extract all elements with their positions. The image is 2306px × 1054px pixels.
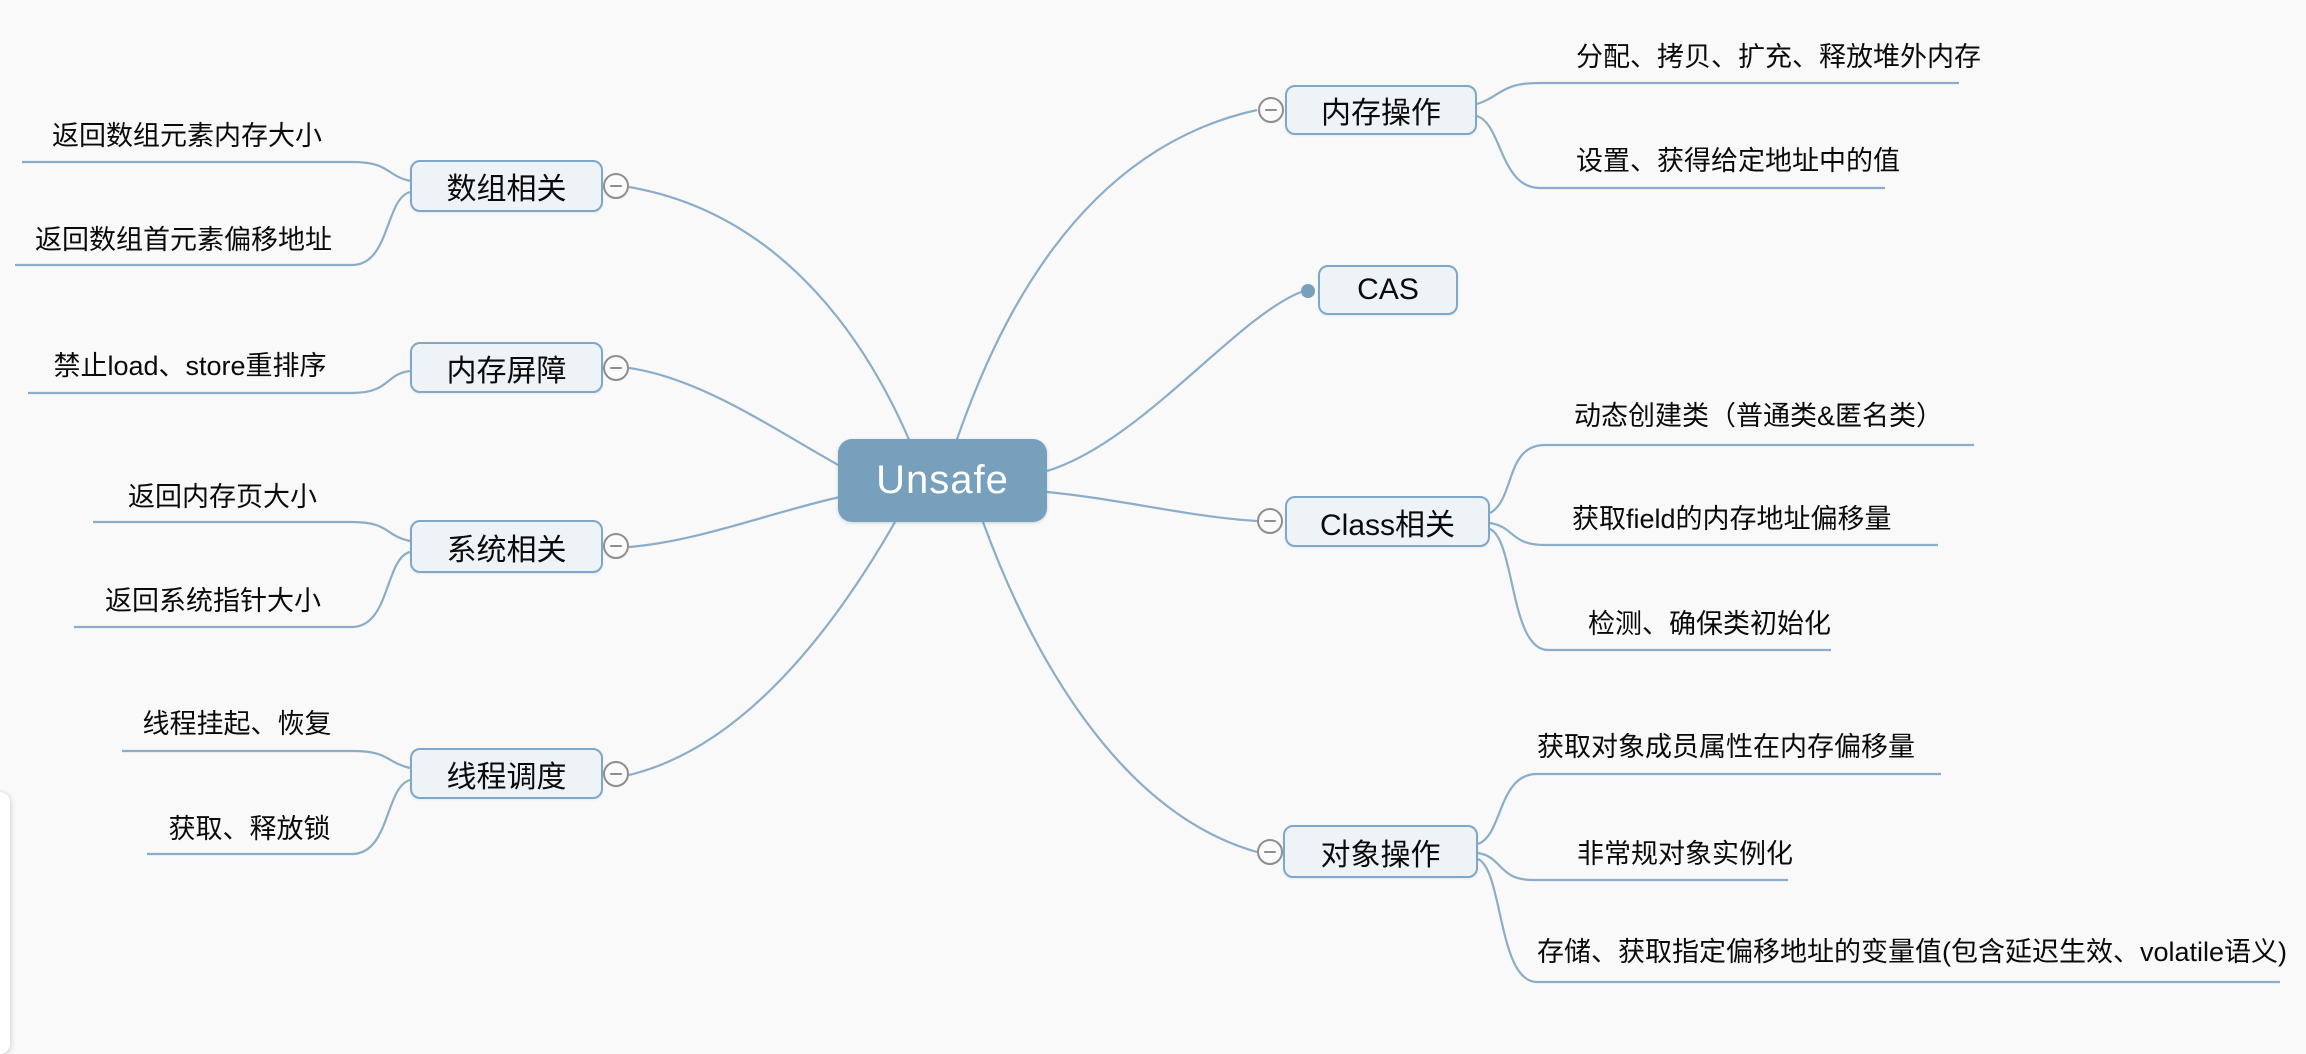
edge-root-cas — [1046, 290, 1302, 473]
minus-icon — [610, 544, 622, 548]
minus-icon — [1264, 850, 1276, 854]
minus-icon — [1265, 108, 1277, 112]
leaf-class-0[interactable]: 动态创建类（普通类&匿名类） — [1574, 401, 1944, 431]
leaf-class-1[interactable]: 获取field的内存地址偏移量 — [1572, 504, 1892, 534]
filled-dot-icon — [1301, 284, 1315, 298]
minus-icon — [610, 772, 622, 776]
edge-root-object-ops — [981, 521, 1258, 854]
leaf-system-0[interactable]: 返回内存页大小 — [128, 482, 317, 512]
minus-icon — [610, 184, 622, 188]
edge-memory-ops-child-0 — [1476, 81, 1959, 106]
clipped-panel-edge — [0, 792, 10, 1054]
leaf-membarrier-0[interactable]: 禁止load、store重排序 — [53, 351, 327, 381]
node-array[interactable]: 数组相关 — [410, 160, 603, 212]
edge-root-thread — [628, 521, 896, 777]
node-cas[interactable]: CAS — [1318, 265, 1458, 315]
collapse-icon[interactable] — [1257, 508, 1283, 534]
node-object-ops[interactable]: 对象操作 — [1283, 825, 1478, 878]
leaf-class-2[interactable]: 检测、确保类初始化 — [1588, 609, 1831, 639]
node-class[interactable]: Class相关 — [1285, 496, 1490, 547]
mindmap-canvas: Unsafe 内存操作 CAS Class相关 对象操作 数组相关 内存屏障 系… — [15, 42, 2288, 984]
edge-root-system — [628, 495, 841, 549]
leaf-thread-0[interactable]: 线程挂起、恢复 — [142, 709, 332, 739]
leaf-object-ops-1[interactable]: 非常规对象实例化 — [1577, 839, 1793, 869]
minus-icon — [1264, 519, 1276, 523]
edge-root-class — [1046, 490, 1258, 523]
leaf-memory-ops-1[interactable]: 设置、获得给定地址中的值 — [1576, 146, 1900, 176]
leaf-thread-1[interactable]: 获取、释放锁 — [168, 814, 331, 844]
collapse-icon[interactable] — [603, 533, 629, 559]
node-system[interactable]: 系统相关 — [410, 520, 603, 573]
leaf-object-ops-2[interactable]: 存储、获取指定偏移地址的变量值(包含延迟生效、volatile语义) — [1537, 937, 2288, 967]
edge-root-array — [628, 185, 912, 443]
edge-system-child-0 — [93, 520, 411, 543]
collapse-icon[interactable] — [1257, 839, 1283, 865]
collapse-icon[interactable] — [603, 355, 629, 381]
leaf-object-ops-0[interactable]: 获取对象成员属性在内存偏移量 — [1537, 732, 1915, 762]
edge-thread-child-0 — [122, 749, 411, 770]
edge-array-child-0 — [22, 160, 411, 183]
edge-root-membarrier — [628, 366, 841, 467]
edge-root-memory-ops — [954, 108, 1258, 443]
leaf-array-1[interactable]: 返回数组首元素偏移地址 — [35, 225, 332, 255]
edge-object-ops-child-0 — [1477, 772, 1941, 846]
collapse-icon[interactable] — [603, 761, 629, 787]
collapse-icon[interactable] — [1258, 97, 1284, 123]
node-membarrier[interactable]: 内存屏障 — [410, 342, 603, 393]
leaf-memory-ops-0[interactable]: 分配、拷贝、扩充、释放堆外内存 — [1576, 42, 1981, 72]
node-memory-ops[interactable]: 内存操作 — [1285, 85, 1477, 135]
node-thread[interactable]: 线程调度 — [410, 748, 603, 799]
node-unsafe[interactable]: Unsafe — [838, 439, 1047, 522]
connector-lines — [15, 81, 2280, 984]
collapse-icon[interactable] — [603, 173, 629, 199]
minus-icon — [610, 366, 622, 370]
leaf-array-0[interactable]: 返回数组元素内存大小 — [52, 121, 322, 151]
leaf-system-1[interactable]: 返回系统指针大小 — [105, 586, 321, 616]
